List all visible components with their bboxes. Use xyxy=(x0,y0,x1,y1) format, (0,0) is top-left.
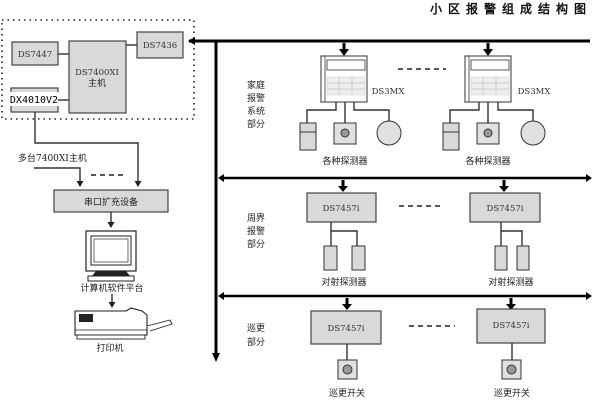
section-patrol: 巡更 部分 DS7457i 巡更开关 DS7457i 巡更开关 xyxy=(247,298,546,399)
ds3mx-keypad-icon xyxy=(464,55,512,103)
ds7457-label: DS7457i xyxy=(487,204,524,214)
detector-box-icon xyxy=(299,122,317,151)
section-label-line: 报警 xyxy=(247,225,265,237)
keypad-label: DS3MX xyxy=(372,87,406,97)
beam-detector-icon xyxy=(516,245,530,271)
ds7457-label: DS7457i xyxy=(493,321,530,331)
down-arrow-icon xyxy=(499,186,509,192)
section-label-line: 部分 xyxy=(247,118,265,130)
down-arrow-icon xyxy=(339,49,349,56)
computer-icon xyxy=(85,230,137,282)
beam-detector-icon xyxy=(323,245,338,271)
ds7436-box xyxy=(136,31,184,59)
dx4010-label-bg xyxy=(8,92,60,106)
detectors-label: 各种探测器 xyxy=(322,155,367,167)
switch-label: 巡更开关 xyxy=(329,387,365,399)
section-home-alarm: 家庭 报警 系统 部分 DS3MX 各种探测器 xyxy=(247,43,551,167)
ds7447-label: DS7447 xyxy=(18,50,52,60)
down-arrow-icon xyxy=(483,49,493,56)
section-label-line: 家庭 xyxy=(247,79,265,91)
down-arrow-icon xyxy=(342,304,352,310)
wire-dx4010-serial xyxy=(34,112,142,187)
dx4010-label: DX4010V2 xyxy=(10,95,58,106)
beam-detector-icon xyxy=(351,245,366,271)
serial-device-label: 串口扩充设备 xyxy=(84,196,138,208)
section-label-line: 周界 xyxy=(247,213,265,224)
detectors-label: 对射探测器 xyxy=(488,276,533,288)
ds7436-label: DS7436 xyxy=(143,41,177,51)
ds7457-box xyxy=(306,192,377,223)
switch-label: 巡更开关 xyxy=(494,387,530,399)
detectors-label: 对射探测器 xyxy=(321,276,366,288)
ds7457-box xyxy=(469,192,541,223)
wire-multihost-serial xyxy=(34,167,84,187)
section-perimeter: 周界 报警 部分 DS7457i 对射探测器 DS7457i 对射探测器 xyxy=(247,180,541,288)
computer-label: 计算机软件平台 xyxy=(80,282,143,294)
patrol-switch-icon xyxy=(501,359,522,380)
detectors-label: 各种探测器 xyxy=(465,155,510,167)
patrol-switch-icon xyxy=(337,359,358,380)
detector-smoke-icon xyxy=(376,120,402,146)
detector-smoke-icon xyxy=(520,120,546,146)
multi-host-label: 多台7400XI主机 xyxy=(18,152,87,164)
detector-pir-icon xyxy=(333,122,357,145)
ds7400-sublabel: 主机 xyxy=(88,77,106,89)
ds7400-box xyxy=(68,40,127,114)
beam-detector-icon xyxy=(494,245,508,271)
detector-box-icon xyxy=(442,122,460,151)
section-label-line: 系统 xyxy=(247,105,265,117)
ds7457-label: DS7457i xyxy=(323,204,360,214)
section-label-line: 报警 xyxy=(247,92,265,104)
printer-icon xyxy=(74,307,173,340)
down-arrow-icon xyxy=(506,304,516,310)
section-label-line: 部分 xyxy=(247,238,265,250)
detector-pir-icon xyxy=(476,122,500,145)
ds7457-box xyxy=(476,308,546,344)
keypad-label: DS3MX xyxy=(518,87,552,97)
down-arrow-icon xyxy=(338,186,348,192)
diagram-title: 小区报警组成结构图 xyxy=(430,1,592,16)
ds7457-label: DS7457i xyxy=(328,324,365,334)
section-label-line: 巡更 xyxy=(247,323,265,334)
ds7400-label: DS7400XI xyxy=(75,68,119,78)
printer-label: 打印机 xyxy=(96,342,123,354)
section-label-line: 部分 xyxy=(247,336,265,348)
ds7457-box xyxy=(310,310,382,345)
trunk-arrow-icon xyxy=(212,353,220,362)
ds3mx-keypad-icon xyxy=(320,55,368,103)
